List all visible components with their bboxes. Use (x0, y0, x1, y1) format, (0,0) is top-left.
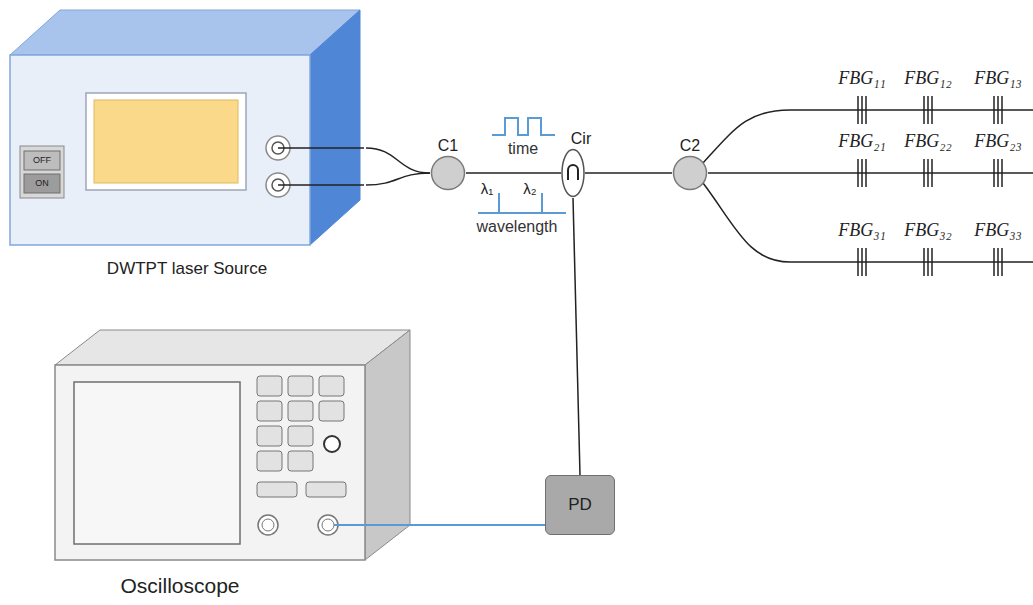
grating-label: FBG₁₁ (832, 68, 892, 88)
signal-label: λ₁ (476, 179, 498, 199)
optical-fiber (366, 173, 430, 185)
node-label: C1 (430, 137, 466, 155)
optical-fiber (573, 198, 580, 475)
coupler-circle: C1 (430, 137, 466, 191)
grating-label: FBG₂₃ (968, 131, 1028, 151)
fbg-gratings (858, 96, 1002, 276)
coupler-symbol (672, 155, 708, 191)
circulator: Cir (556, 130, 606, 198)
node-label: C2 (672, 137, 708, 155)
photodetector-box: PD (545, 475, 615, 535)
coupler-circle: C2 (672, 137, 708, 191)
optical-fiber (585, 172, 672, 174)
optical-fiber (366, 148, 430, 173)
grating-label: FBG₂₂ (898, 131, 958, 151)
node-label: Cir (556, 130, 606, 148)
circulator-symbol (561, 148, 585, 198)
grating-label: FBG₃₂ (898, 220, 958, 240)
node-label: PD (568, 496, 592, 514)
oscilloscope: Oscilloscope (50, 325, 416, 605)
grating-label: FBG₃₃ (968, 220, 1028, 240)
grating-label: FBG₁₂ (898, 68, 958, 88)
grating-label: FBG₂₁ (832, 131, 892, 151)
grating-label: FBG₁₃ (968, 68, 1028, 88)
signal-sketch (478, 118, 566, 213)
electrical-cable (416, 524, 545, 526)
switch-label: OFF (24, 152, 60, 169)
grating-label: FBG₃₁ (832, 220, 892, 240)
signal-label: λ₂ (519, 179, 541, 199)
optical-fiber (466, 172, 561, 174)
node-label: DWTPT laser Source (8, 256, 366, 282)
node-label: Oscilloscope (50, 573, 310, 599)
laser-source-drawing (10, 10, 364, 245)
switch-label: ON (24, 175, 60, 192)
signal-label: wavelength (462, 217, 572, 237)
laser-source: DWTPT laser Source (8, 0, 366, 292)
signal-label: time (493, 139, 553, 159)
fiber-branches (703, 110, 1033, 262)
oscilloscope-drawing (55, 330, 416, 560)
coupler-symbol (430, 155, 466, 191)
